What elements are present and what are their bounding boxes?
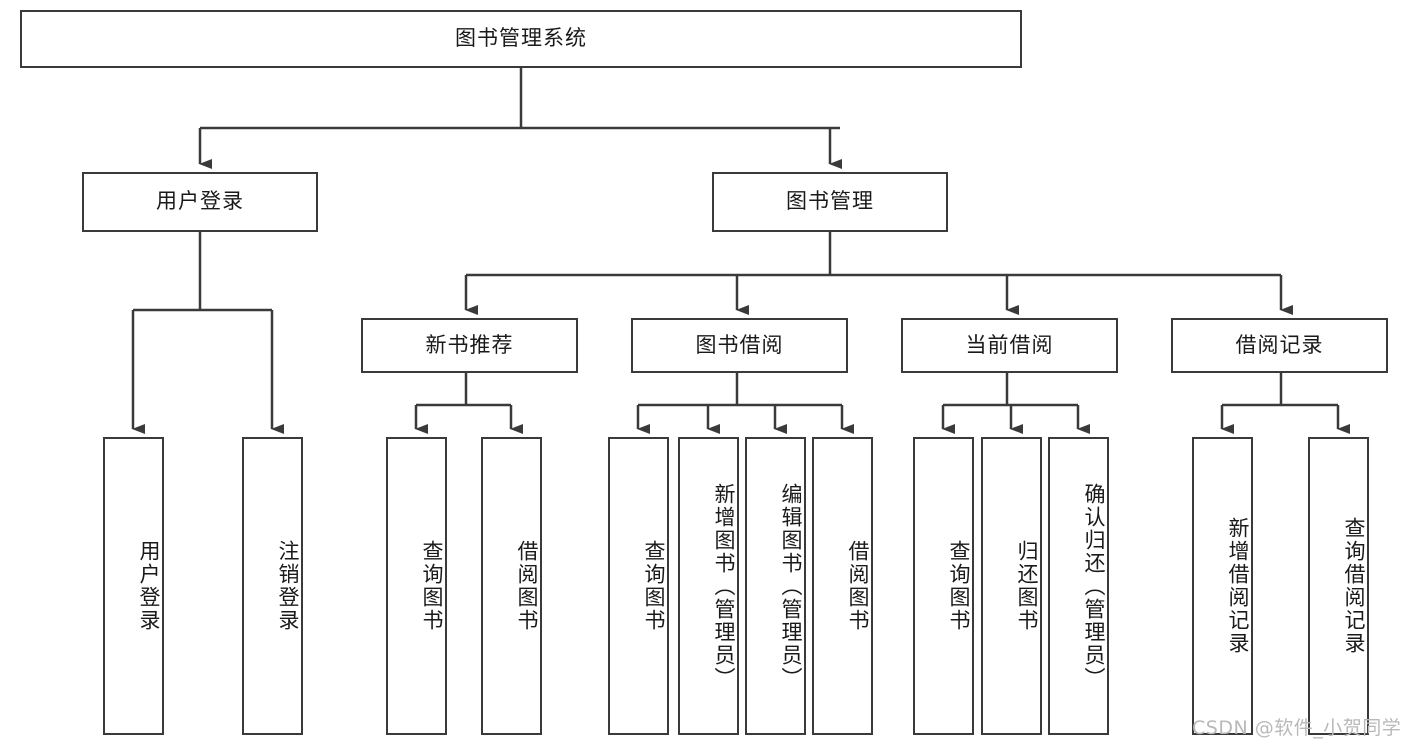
node-label: 确认归还（管理员）	[1082, 482, 1106, 690]
edges-book-management	[464, 232, 1293, 315]
node-label: 查询图书	[642, 540, 666, 632]
node-root-system[interactable]: 图书管理系统	[20, 10, 1022, 68]
node-label: 图书借阅	[695, 332, 784, 357]
node-label: 当前借阅	[965, 332, 1054, 357]
leaf-borrow-book[interactable]: 借阅图书	[812, 437, 873, 735]
edges-user-login	[131, 232, 284, 434]
node-label: 注销登录	[276, 540, 300, 632]
leaf-query-book-borrow[interactable]: 查询图书	[608, 437, 669, 735]
leaf-return-book[interactable]: 归还图书	[981, 437, 1042, 735]
leaf-logout-login[interactable]: 注销登录	[242, 437, 303, 735]
leaf-add-book-admin[interactable]: 新增图书（管理员）	[678, 437, 739, 735]
node-label: 查询借阅记录	[1342, 517, 1366, 655]
node-borrow-record[interactable]: 借阅记录	[1171, 318, 1388, 373]
node-label: 借阅图书	[846, 540, 870, 632]
edges-book-borrow	[636, 373, 854, 434]
leaf-query-book-current[interactable]: 查询图书	[913, 437, 974, 735]
node-label: 新增借阅记录	[1226, 517, 1250, 655]
leaf-user-login[interactable]: 用户登录	[103, 437, 164, 735]
node-label: 编辑图书（管理员）	[779, 482, 803, 690]
node-book-borrow[interactable]: 图书借阅	[631, 318, 848, 373]
node-book-management[interactable]: 图书管理	[712, 172, 948, 232]
leaf-query-borrow-record[interactable]: 查询借阅记录	[1308, 437, 1369, 735]
node-current-borrow[interactable]: 当前借阅	[901, 318, 1118, 373]
edges-root	[198, 68, 842, 169]
leaf-edit-book-admin[interactable]: 编辑图书（管理员）	[745, 437, 806, 735]
node-label: 借阅图书	[515, 540, 539, 632]
node-label: 新书推荐	[425, 332, 514, 357]
node-user-login[interactable]: 用户登录	[82, 172, 318, 232]
node-label: 图书管理系统	[455, 26, 587, 51]
node-label: 新增图书（管理员）	[712, 482, 736, 690]
leaf-add-borrow-record[interactable]: 新增借阅记录	[1192, 437, 1253, 735]
node-label: 用户登录	[156, 189, 244, 214]
node-label: 图书管理	[786, 189, 874, 214]
node-label: 归还图书	[1015, 540, 1039, 632]
edges-borrow-record	[1220, 373, 1350, 434]
node-label: 借阅记录	[1235, 332, 1324, 357]
leaf-borrow-book-recommend[interactable]: 借阅图书	[481, 437, 542, 735]
node-label: 用户登录	[137, 540, 161, 632]
leaf-confirm-return-admin[interactable]: 确认归还（管理员）	[1048, 437, 1109, 735]
node-new-book-recommend[interactable]: 新书推荐	[361, 318, 578, 373]
edges-current-borrow	[941, 373, 1090, 434]
node-label: 查询图书	[947, 540, 971, 632]
node-label: 查询图书	[420, 540, 444, 632]
edges-new-book-recommend	[414, 373, 523, 434]
leaf-query-book-recommend[interactable]: 查询图书	[386, 437, 447, 735]
